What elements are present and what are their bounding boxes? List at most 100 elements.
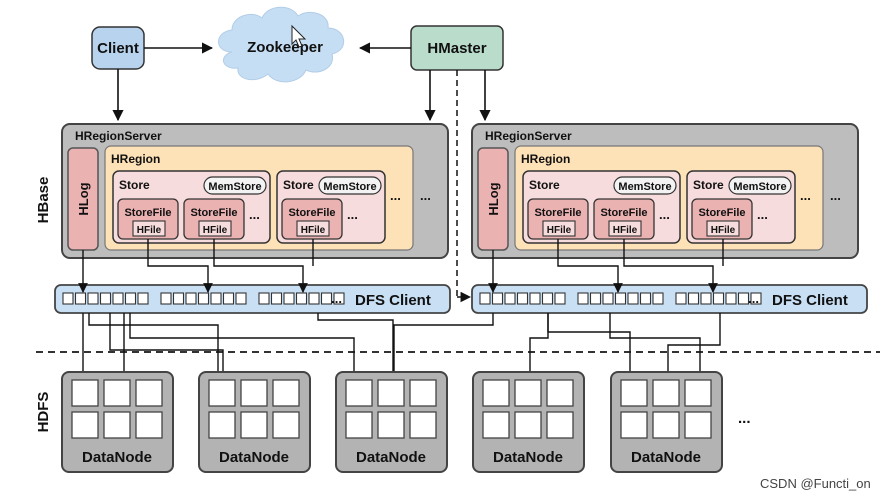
block-cell bbox=[71, 411, 99, 439]
block-cell bbox=[208, 411, 236, 439]
storefile-box: StoreFile HFile bbox=[183, 198, 245, 240]
dfs-cell bbox=[87, 292, 99, 305]
block-cell bbox=[482, 379, 510, 407]
store-label: Store bbox=[283, 178, 314, 192]
hlog-box: HLog bbox=[67, 147, 99, 251]
dfs-cell bbox=[627, 292, 639, 305]
dfs-cell bbox=[283, 292, 295, 305]
block-cell bbox=[620, 411, 648, 439]
storefile-box: StoreFile HFile bbox=[691, 198, 753, 240]
storefile-label: StoreFile bbox=[534, 207, 581, 219]
dfs-cell bbox=[614, 292, 627, 305]
block-cell bbox=[409, 411, 437, 439]
dfs-cell bbox=[235, 292, 247, 305]
block-cell bbox=[409, 379, 437, 407]
dfs-cell bbox=[479, 292, 491, 305]
hmaster-node: HMaster bbox=[410, 25, 504, 71]
dfs-cell bbox=[99, 292, 112, 305]
dfs-cell bbox=[712, 292, 725, 305]
block-cell bbox=[71, 379, 99, 407]
dfs-cell bbox=[750, 292, 762, 305]
dfs-cell bbox=[529, 292, 541, 305]
block-cell bbox=[652, 379, 680, 407]
dfs-cell bbox=[74, 292, 87, 305]
region-server-left: HRegionServer HLog HRegion Store MemStor… bbox=[61, 123, 449, 259]
store-label: Store bbox=[693, 178, 724, 192]
storefile-label: StoreFile bbox=[124, 207, 171, 219]
dfs-cell bbox=[172, 292, 185, 305]
datanode-label: DataNode bbox=[493, 449, 563, 466]
hfile-label: HFile bbox=[137, 225, 162, 236]
storefile-box: StoreFile HFile bbox=[527, 198, 589, 240]
storefile-label: StoreFile bbox=[288, 207, 335, 219]
block-cell bbox=[272, 379, 300, 407]
top-arrows bbox=[112, 42, 491, 122]
ellipsis: ... bbox=[800, 188, 811, 203]
block-cell bbox=[135, 411, 163, 439]
block-cell bbox=[345, 411, 373, 439]
ellipsis: ... bbox=[249, 207, 260, 222]
block-cell bbox=[620, 379, 648, 407]
store-box: Store MemStore StoreFile HFile ... bbox=[276, 170, 386, 244]
dfs-cell bbox=[124, 292, 137, 305]
dfs-cell bbox=[589, 292, 602, 305]
memstore-label: MemStore bbox=[208, 181, 261, 193]
datanode-label: DataNode bbox=[356, 449, 426, 466]
dfs-cell bbox=[577, 292, 589, 305]
block-cell bbox=[482, 411, 510, 439]
dfs-cell bbox=[602, 292, 614, 305]
dfs-cell bbox=[675, 292, 687, 305]
datanode-box: DataNode bbox=[472, 371, 585, 473]
ellipsis: ... bbox=[830, 188, 841, 203]
block-cell bbox=[240, 411, 268, 439]
memstore-pill bbox=[728, 176, 792, 195]
dfs-client-right: DFS Client ... bbox=[471, 284, 868, 314]
datanode-box: DataNode bbox=[198, 371, 311, 473]
storefile-label: StoreFile bbox=[600, 207, 647, 219]
block-cell bbox=[377, 379, 405, 407]
datanode-box: DataNode bbox=[61, 371, 174, 473]
dfs-cell bbox=[639, 292, 652, 305]
block-cell bbox=[546, 379, 574, 407]
hlog-box: HLog bbox=[477, 147, 509, 251]
block-cell bbox=[684, 379, 712, 407]
hregion-box: HRegion Store MemStore StoreFile HFile S… bbox=[104, 145, 414, 251]
storefile-box: StoreFile HFile bbox=[281, 198, 343, 240]
hfile-box bbox=[706, 220, 740, 237]
ellipsis: ... bbox=[347, 207, 358, 222]
datanode-label: DataNode bbox=[219, 449, 289, 466]
block-cell bbox=[652, 411, 680, 439]
dfs-cell bbox=[112, 292, 124, 305]
hmaster-label: HMaster bbox=[427, 40, 486, 57]
zookeeper-label: Zookeeper bbox=[247, 39, 323, 56]
block-cell bbox=[240, 379, 268, 407]
dfs-cell bbox=[270, 292, 283, 305]
hfile-label: HFile bbox=[711, 225, 736, 236]
dfs-cell bbox=[725, 292, 737, 305]
block-cell bbox=[514, 379, 542, 407]
dfs-cell bbox=[160, 292, 172, 305]
region-server-title: HRegionServer bbox=[485, 129, 572, 143]
ellipsis: ... bbox=[331, 291, 342, 306]
block-cell bbox=[208, 379, 236, 407]
dfs-cell bbox=[320, 292, 333, 305]
storefile-box: StoreFile HFile bbox=[117, 198, 179, 240]
hfile-box bbox=[198, 220, 232, 237]
storefile-box: StoreFile HFile bbox=[593, 198, 655, 240]
memstore-label: MemStore bbox=[733, 181, 786, 193]
store-box: Store MemStore StoreFile HFile ... bbox=[686, 170, 796, 244]
region-server-right: HRegionServer HLog HRegion Store MemStor… bbox=[471, 123, 859, 259]
storefile-label: StoreFile bbox=[190, 207, 237, 219]
hdfs-layer-label: HDFS bbox=[35, 392, 52, 433]
hfile-label: HFile bbox=[203, 225, 228, 236]
dfs-cell bbox=[222, 292, 235, 305]
dfs-cell bbox=[737, 292, 750, 305]
dfs-cell bbox=[308, 292, 320, 305]
region-server-title: HRegionServer bbox=[75, 129, 162, 143]
store-label: Store bbox=[529, 178, 560, 192]
dfs-cell bbox=[491, 292, 504, 305]
dfs-cell bbox=[210, 292, 222, 305]
client-node: Client bbox=[91, 26, 145, 70]
hlog-label: HLog bbox=[76, 182, 91, 215]
